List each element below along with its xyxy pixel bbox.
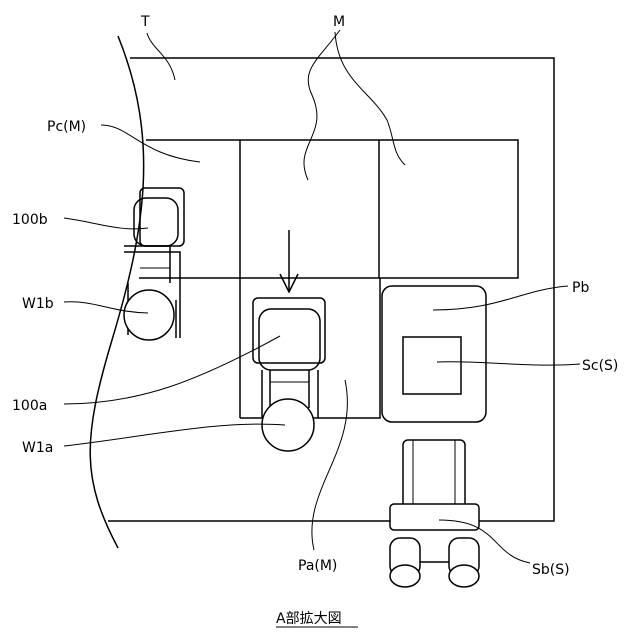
label-sb: Sb(S) xyxy=(532,562,570,578)
wheel-w1b xyxy=(124,290,174,340)
label-w1a: W1a xyxy=(22,440,53,456)
label-pc: Pc(M) xyxy=(47,119,86,135)
plate-pb xyxy=(382,286,486,422)
label-m: M xyxy=(333,14,345,30)
down-arrow-icon xyxy=(280,230,298,292)
robot-100a xyxy=(253,298,325,451)
label-100b: 100b xyxy=(12,212,48,228)
label-100a: 100a xyxy=(12,398,47,414)
table-outline xyxy=(108,58,554,521)
sensor-sc xyxy=(403,337,461,394)
label-w1b: W1b xyxy=(22,296,54,312)
label-pb: Pb xyxy=(572,280,589,296)
break-line xyxy=(90,36,143,548)
label-sc: Sc(S) xyxy=(582,358,618,374)
wheel-w1a xyxy=(262,399,314,451)
sensor-sb xyxy=(390,440,479,587)
label-pa: Pa(M) xyxy=(298,558,337,574)
figure-caption: A部拡大図 xyxy=(276,611,342,627)
label-t: T xyxy=(140,14,150,30)
robot-100b xyxy=(124,188,184,340)
